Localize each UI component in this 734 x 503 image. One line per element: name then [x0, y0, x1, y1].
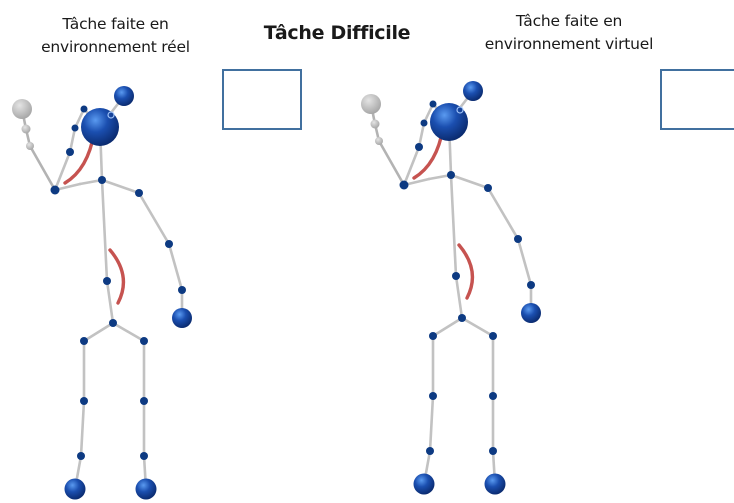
- virtual-joint-ankleR: [489, 447, 497, 455]
- virtual-bone-neck-shR: [449, 173, 490, 190]
- real-joint-footR: [135, 478, 157, 500]
- real-joint-footL: [64, 478, 86, 500]
- page-title: Tâche Difficile: [263, 22, 411, 44]
- virtual-head-highlight: [456, 106, 464, 114]
- real-joint-hipR: [140, 337, 148, 345]
- real-joint-ankleL: [77, 452, 85, 460]
- real-bone-elbowL-ghost3: [28, 144, 57, 192]
- real-bone-hip-hipL: [82, 321, 115, 343]
- real-bone-shR-elbowR: [137, 191, 171, 246]
- virtual-bone-elbowL-wristL: [402, 145, 421, 187]
- virtual-joint-handL1: [420, 119, 428, 127]
- real-bone-spine-hip: [105, 279, 115, 325]
- virtual-joint-elbowL: [399, 180, 409, 190]
- virtual-trunk-angle-arc: [457, 243, 475, 300]
- virtual-joint-kneeR: [489, 392, 497, 400]
- real-joint-wristL: [66, 148, 74, 156]
- real-bone-elbowL-wristL: [53, 150, 72, 192]
- virtual-joint-wristR: [527, 281, 535, 289]
- skeleton-figure-virtual: [361, 81, 541, 495]
- virtual-bone-neck-spine: [449, 173, 458, 278]
- virtual-joint-shR: [484, 184, 492, 192]
- caption-virtual-environment: Tâche faite en environnement virtuel: [458, 10, 680, 56]
- real-head-highlight: [107, 111, 115, 119]
- virtual-joint-hipL: [429, 332, 437, 340]
- virtual-joint-ghost3: [375, 137, 383, 145]
- caption-virtual-line-2: environnement virtuel: [484, 35, 654, 53]
- virtual-bone-elbowR-wristR: [516, 237, 533, 287]
- caption-virtual-line-1: Tâche faite en: [515, 12, 623, 30]
- virtual-bone-handL1-handL2: [422, 102, 435, 125]
- virtual-joint-neck: [447, 171, 455, 179]
- real-joint-elbowL: [50, 185, 60, 195]
- real-joint-elbowR: [165, 240, 173, 248]
- virtual-bone-kneeL-ankleL: [428, 394, 435, 453]
- virtual-joint-headTop: [463, 81, 483, 101]
- virtual-bone-wristL-handL1: [417, 121, 426, 149]
- virtual-joint-handR: [521, 303, 541, 323]
- real-joint-handR: [172, 308, 192, 328]
- virtual-joint-spine: [452, 272, 460, 280]
- real-bone-neck-spine: [100, 178, 109, 283]
- virtual-bone-hip-hipR: [460, 316, 495, 338]
- virtual-joint-footR: [484, 473, 506, 495]
- virtual-joint-wristL: [415, 143, 423, 151]
- real-bone-neck-shR: [100, 178, 141, 195]
- virtual-joint-footL: [413, 473, 435, 495]
- real-bone-elbowR-wristR: [167, 242, 184, 292]
- real-joint-ankleR: [140, 452, 148, 460]
- real-bone-hip-hipR: [111, 321, 146, 343]
- real-joint-kneeL: [80, 397, 88, 405]
- real-joint-wristR: [178, 286, 186, 294]
- real-joint-neck: [98, 176, 106, 184]
- caption-real-environment: Tâche faite en environnement réel: [8, 13, 223, 59]
- skeleton-figure-real: [12, 86, 192, 500]
- real-joint-handL2: [80, 105, 88, 113]
- real-joint-handL1: [71, 124, 79, 132]
- virtual-bone-elbowL-ghost3: [377, 139, 406, 187]
- real-joint-ghost1: [12, 99, 32, 119]
- caption-real-line-2: environnement réel: [41, 38, 190, 56]
- virtual-joint-elbowR: [514, 235, 522, 243]
- virtual-joint-ankleL: [426, 447, 434, 455]
- virtual-joint-hipR: [489, 332, 497, 340]
- virtual-joint-ghost2: [370, 119, 380, 129]
- answer-box-real[interactable]: [222, 69, 302, 130]
- real-bone-kneeL-ankleL: [79, 399, 86, 458]
- real-joint-shR: [135, 189, 143, 197]
- real-joint-ghost3: [26, 142, 34, 150]
- real-bone-handL1-handL2: [73, 107, 86, 130]
- answer-box-virtual[interactable]: [660, 69, 734, 130]
- real-joint-spine: [103, 277, 111, 285]
- virtual-joint-kneeL: [429, 392, 437, 400]
- virtual-joint-ghost1: [361, 94, 381, 114]
- virtual-bone-shR-elbowR: [486, 186, 520, 241]
- virtual-bone-hip-hipL: [431, 316, 464, 338]
- virtual-joint-handL2: [429, 100, 437, 108]
- real-joint-hip: [109, 319, 117, 327]
- real-joint-kneeR: [140, 397, 148, 405]
- real-bone-wristL-handL1: [68, 126, 77, 154]
- real-joint-ghost2: [21, 124, 31, 134]
- real-joint-hipL: [80, 337, 88, 345]
- virtual-joint-hip: [458, 314, 466, 322]
- real-trunk-angle-arc: [108, 248, 126, 305]
- virtual-bone-spine-hip: [454, 274, 464, 320]
- caption-real-line-1: Tâche faite en: [62, 15, 169, 33]
- real-joint-headTop: [114, 86, 134, 106]
